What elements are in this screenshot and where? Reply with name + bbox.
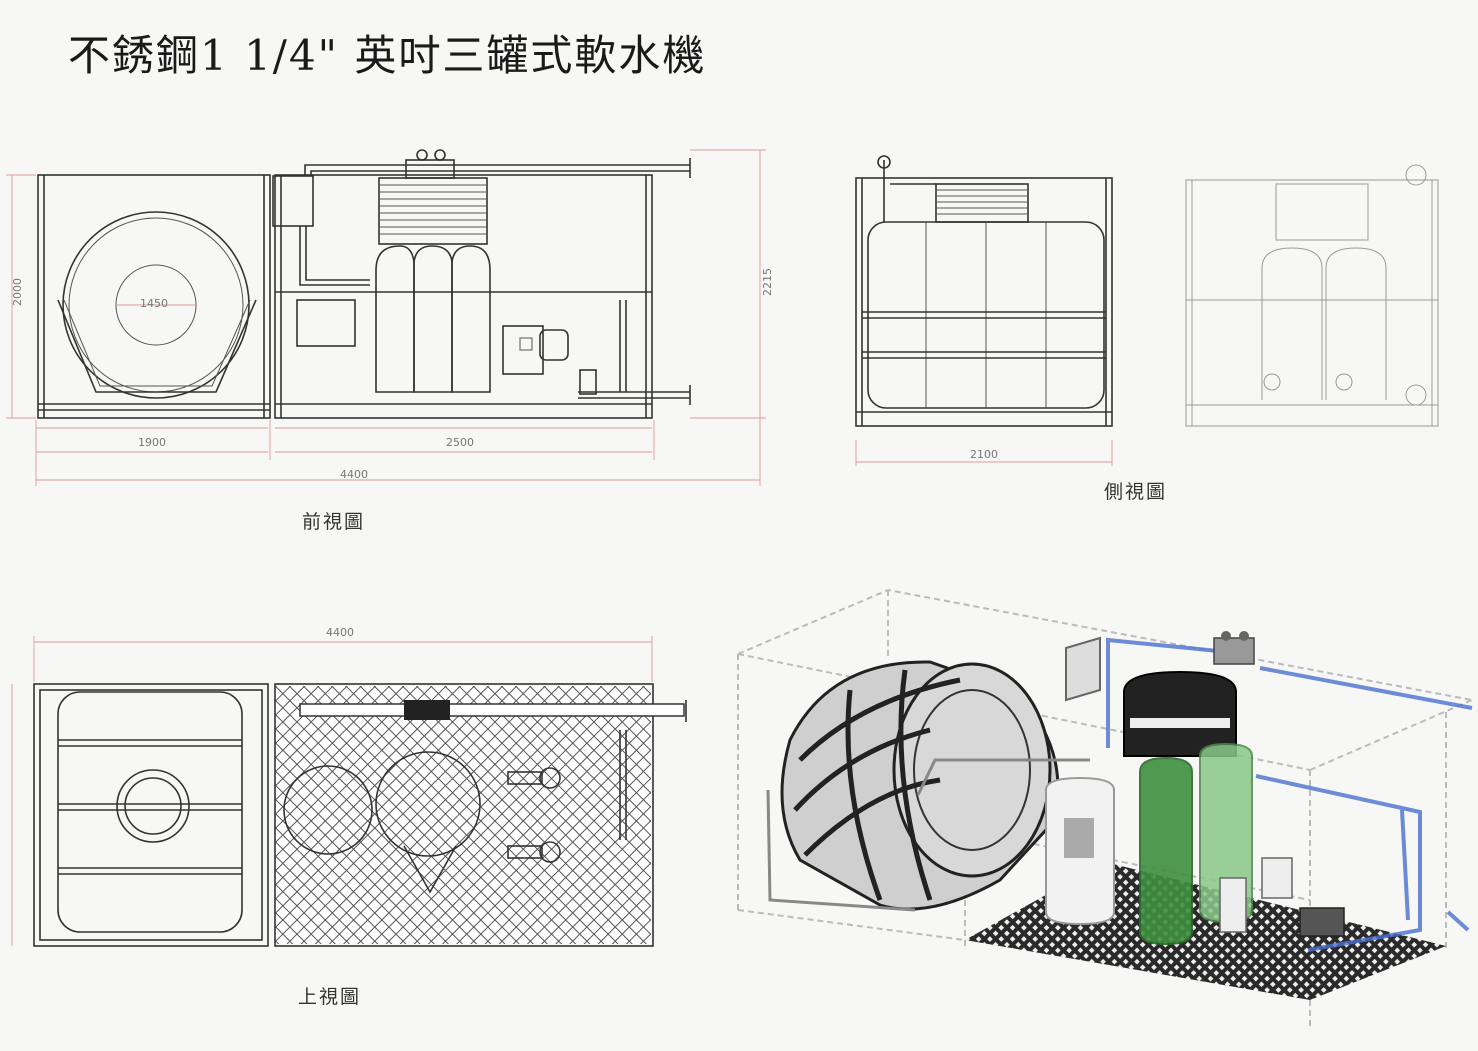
iso-control-valve [1123,670,1237,757]
isometric-view [737,588,1473,1030]
top-mesh-floor [275,686,651,944]
dim-total-width-front: 4400 [340,468,368,481]
side-view: 2100 [855,155,1113,466]
side-view-caption: 側視圖 [1104,481,1168,503]
iso-pipes [1106,637,1473,952]
iso-pump [1299,907,1345,937]
front-pump-panel [502,325,544,375]
front-resin-tank-1 [375,245,415,393]
drawing-title: 不銹鋼1 1/4" 英吋三罐式軟水機 [68,31,707,80]
dim-left-width: 1900 [138,436,166,449]
top-view-caption: 上視圖 [298,986,362,1008]
front-right-frame [274,174,653,419]
dim-tank-diameter: 1450 [140,297,168,310]
dim-height-left: 2000 [11,278,24,306]
front-valve-fins [379,184,487,235]
top-left-frame [33,683,269,947]
front-view: 1450 [6,149,774,486]
iso-valve-head [1213,637,1255,665]
side-view-faint [1185,164,1439,427]
iso-storage-tank [780,660,1060,911]
iso-resin-tank-1 [1139,756,1193,946]
dim-right-width: 2500 [446,436,474,449]
top-brine-tank [283,765,373,855]
front-view-caption: 前視圖 [302,511,366,533]
top-header-pipe [299,703,685,717]
front-left-frame [37,174,271,419]
iso-control-box [1065,636,1101,702]
top-view: 4400 [11,626,687,947]
side-frame [855,177,1113,427]
front-tank-circle [62,211,250,399]
iso-pump-panel [1219,877,1247,933]
side-valve-head [935,183,1029,223]
top-tank-outline [57,691,243,933]
front-pump [539,329,569,361]
top-right-frame [274,683,654,947]
top-resin-tank [375,751,481,857]
top-valve-head [404,700,450,720]
dim-total-width-top: 4400 [326,626,354,639]
front-control-box [272,175,314,227]
front-resin-tank-3 [451,245,491,393]
dim-side-width: 2100 [970,448,998,461]
front-brine-box [296,299,356,347]
front-resin-tank-2 [413,245,453,393]
dim-height-right: 2215 [761,268,774,296]
